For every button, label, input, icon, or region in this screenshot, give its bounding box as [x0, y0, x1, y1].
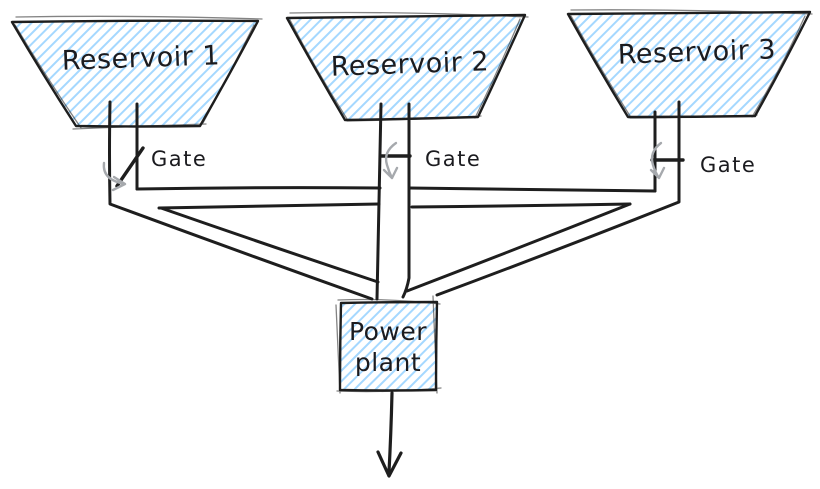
channel-inner-wall-right: [405, 202, 632, 293]
power-plant-label-line1: Power: [349, 317, 427, 346]
gate-1-label: Gate: [151, 147, 207, 171]
gate-1-flow-arrow: [102, 161, 127, 192]
reservoir-2-label: Reservoir 2: [330, 46, 489, 83]
reservoir-2-shape: [285, 13, 527, 122]
powerplant-output-arrow: [376, 391, 403, 478]
channel-lower-wall-right: [410, 202, 632, 209]
reservoir-3: Reservoir 3: [566, 9, 813, 119]
reservoir-1-sketch-stroke: [14, 15, 263, 130]
gate-flow-arrows: [102, 141, 666, 192]
reservoir-1-shape: [10, 19, 260, 128]
powerplant-output-arrow-head: [376, 450, 403, 478]
channel-upper-wall-left: [135, 186, 382, 191]
gate-2-flow-arrow: [382, 141, 399, 180]
gate-3-label: Gate: [700, 153, 756, 177]
reservoir-1: Reservoir 1: [10, 15, 263, 130]
pipe-2-left-wall: [375, 102, 383, 301]
channel-inner-wall-left: [159, 206, 380, 284]
reservoir-3-sketch-stroke: [570, 9, 813, 119]
gate-1-bar: [115, 146, 145, 188]
channel-lower-wall-left: [157, 202, 381, 210]
power-plant-sketch-stroke: [335, 295, 442, 394]
pipe-2-right-wall: [401, 102, 411, 299]
reservoir-2-sketch-stroke: [289, 11, 529, 122]
power-plant-label-line2: plant: [355, 348, 421, 377]
gate-labels: Gate Gate Gate: [151, 147, 756, 177]
channel-upper-wall-right: [407, 186, 657, 193]
reservoir-3-shape: [566, 10, 812, 119]
pipe-1-outer-wall: [108, 100, 374, 301]
penstock-channels: [108, 100, 681, 301]
gate-3-flow-arrow: [649, 141, 666, 180]
pipe-3-right-wall: [435, 100, 681, 297]
reservoir-1-label: Reservoir 1: [61, 40, 220, 77]
power-plant-shape: [338, 300, 439, 392]
power-plant: Power plant: [335, 295, 442, 394]
gate-2-label: Gate: [425, 147, 481, 171]
reservoir-3-label: Reservoir 3: [617, 34, 776, 71]
reservoir-2: Reservoir 2: [285, 11, 529, 122]
powerplant-output-arrow-stem: [387, 391, 394, 474]
